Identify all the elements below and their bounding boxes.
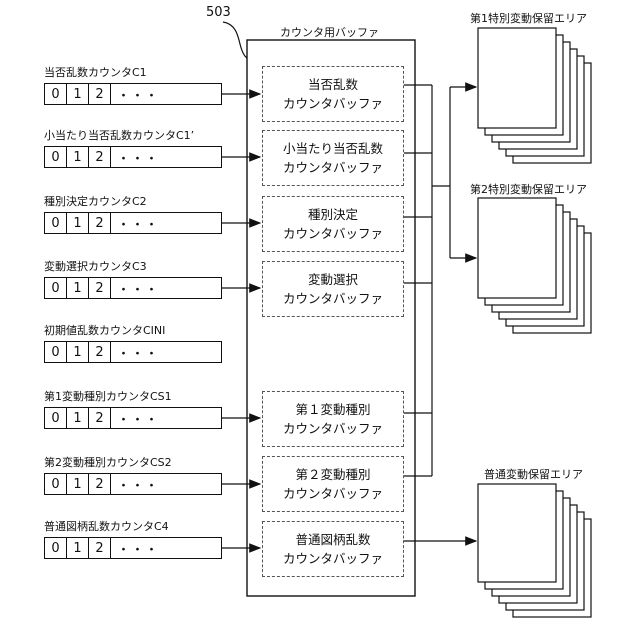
counter-cell: 2 — [89, 408, 111, 428]
counter-ellipsis: ・・・ — [111, 474, 159, 494]
buffer-line2: カウンタバッファ — [283, 289, 383, 308]
counter-ellipsis: ・・・ — [111, 147, 159, 167]
buffer-line1: 小当たり当否乱数 — [283, 139, 383, 158]
counter-row-c2: 0 1 2 ・・・ — [44, 212, 222, 234]
input-arrows — [222, 94, 260, 548]
storage-page — [478, 28, 556, 128]
counter-label-cini: 初期値乱数カウンタCINI — [44, 322, 165, 338]
buffer-line1: 種別決定 — [308, 205, 358, 224]
storage-stack-2 — [478, 198, 591, 333]
counter-ellipsis: ・・・ — [111, 342, 159, 362]
counter-cell: 1 — [67, 408, 89, 428]
storage-stack-3 — [478, 484, 591, 617]
buffer-line1: 当否乱数 — [308, 75, 358, 94]
buffer-cs1: 第１変動種別 カウンタバッファ — [262, 391, 404, 447]
counter-label-c3: 変動選択カウンタC3 — [44, 258, 147, 274]
counter-cell: 1 — [67, 538, 89, 558]
counter-cell: 0 — [45, 84, 67, 104]
counter-cell: 2 — [89, 538, 111, 558]
counter-cell: 1 — [67, 474, 89, 494]
counter-row-c1p: 0 1 2 ・・・ — [44, 146, 222, 168]
counter-row-c3: 0 1 2 ・・・ — [44, 277, 222, 299]
counter-label-cs1: 第1変動種別カウンタCS1 — [44, 388, 172, 404]
buffer-cs2: 第２変動種別 カウンタバッファ — [262, 456, 404, 512]
counter-row-cs1: 0 1 2 ・・・ — [44, 407, 222, 429]
storage-title-2: 第2特別変動保留エリア — [470, 181, 587, 197]
counter-row-cs2: 0 1 2 ・・・ — [44, 473, 222, 495]
counter-ellipsis: ・・・ — [111, 278, 159, 298]
buffer-line1: 第２変動種別 — [295, 465, 370, 484]
counter-label-c1: 当否乱数カウンタC1 — [44, 64, 147, 80]
counter-cell: 0 — [45, 408, 67, 428]
buffer-line1: 第１変動種別 — [295, 400, 370, 419]
counter-label-c2: 種別決定カウンタC2 — [44, 193, 147, 209]
buffer-line2: カウンタバッファ — [283, 549, 383, 568]
buffer-c2: 種別決定 カウンタバッファ — [262, 196, 404, 252]
counter-cell: 0 — [45, 213, 67, 233]
storage-page — [478, 484, 556, 582]
counter-cell: 0 — [45, 147, 67, 167]
buffer-line2: カウンタバッファ — [283, 94, 383, 113]
buffer-c3: 変動選択 カウンタバッファ — [262, 261, 404, 317]
counter-cell: 1 — [67, 213, 89, 233]
buffer-line2: カウンタバッファ — [283, 484, 383, 503]
counter-cell: 1 — [67, 84, 89, 104]
counter-cell: 2 — [89, 147, 111, 167]
counter-cell: 1 — [67, 147, 89, 167]
buffer-c4: 普通図柄乱数 カウンタバッファ — [262, 521, 404, 577]
buffer-line1: 変動選択 — [308, 270, 358, 289]
counter-ellipsis: ・・・ — [111, 213, 159, 233]
counter-label-cs2: 第2変動種別カウンタCS2 — [44, 454, 172, 470]
counter-cell: 2 — [89, 474, 111, 494]
buffer-line2: カウンタバッファ — [283, 224, 383, 243]
buffer-line2: カウンタバッファ — [283, 158, 383, 177]
counter-buffer-box — [247, 40, 415, 596]
counter-ellipsis: ・・・ — [111, 538, 159, 558]
reference-leader-line — [223, 22, 247, 58]
counter-cell: 2 — [89, 342, 111, 362]
counter-cell: 2 — [89, 213, 111, 233]
counter-row-c4: 0 1 2 ・・・ — [44, 537, 222, 559]
counter-ellipsis: ・・・ — [111, 408, 159, 428]
counter-cell: 0 — [45, 538, 67, 558]
counter-cell: 0 — [45, 342, 67, 362]
counter-label-c4: 普通図柄乱数カウンタC4 — [44, 518, 169, 534]
counter-cell: 0 — [45, 278, 67, 298]
storage-stack-1 — [478, 28, 591, 163]
storage-page — [478, 198, 556, 298]
counter-row-cini: 0 1 2 ・・・ — [44, 341, 222, 363]
buffer-c1: 当否乱数 カウンタバッファ — [262, 66, 404, 122]
counter-label-c1p: 小当たり当否乱数カウンタC1’ — [44, 127, 194, 143]
buffer-line1: 普通図柄乱数 — [295, 530, 370, 549]
buffer-c1p: 小当たり当否乱数 カウンタバッファ — [262, 130, 404, 186]
counter-cell: 0 — [45, 474, 67, 494]
buffer-line2: カウンタバッファ — [283, 419, 383, 438]
counter-ellipsis: ・・・ — [111, 84, 159, 104]
counter-cell: 2 — [89, 84, 111, 104]
buffer-title: カウンタ用バッファ — [280, 24, 379, 40]
reference-number: 503 — [206, 5, 231, 20]
storage-title-1: 第1特別変動保留エリア — [470, 10, 587, 26]
counter-row-c1: 0 1 2 ・・・ — [44, 83, 222, 105]
counter-cell: 1 — [67, 342, 89, 362]
counter-cell: 1 — [67, 278, 89, 298]
storage-title-3: 普通変動保留エリア — [484, 466, 583, 482]
counter-cell: 2 — [89, 278, 111, 298]
